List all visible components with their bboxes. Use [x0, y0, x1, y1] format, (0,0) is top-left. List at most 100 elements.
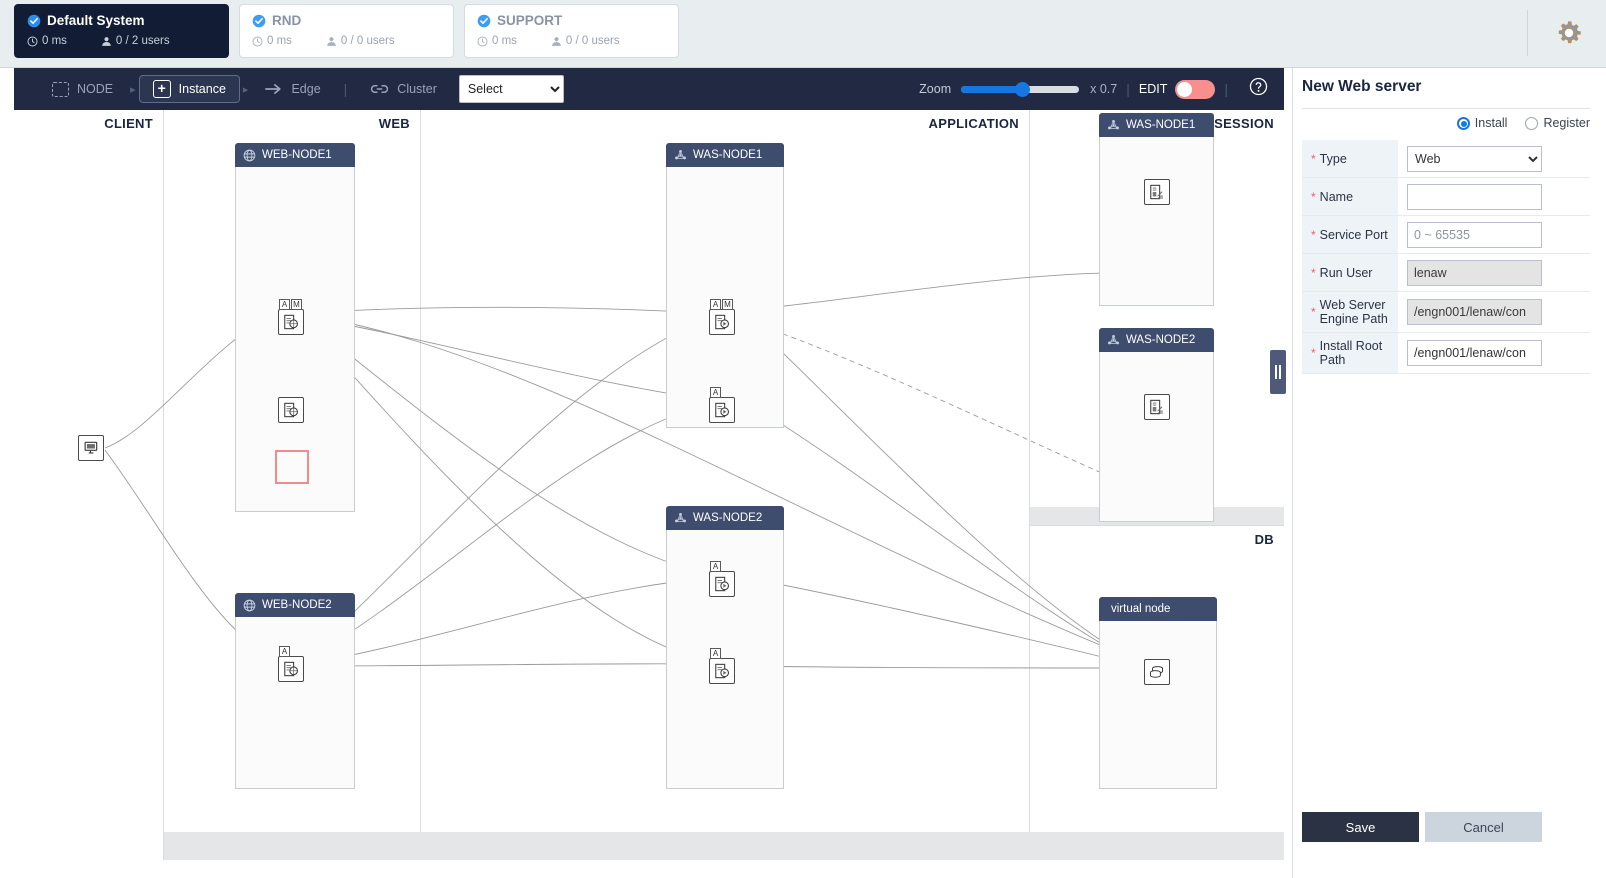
web-instance-icon: [284, 402, 299, 418]
zoom-slider-knob[interactable]: [1015, 81, 1031, 97]
node-body-virtual-node[interactable]: [1099, 621, 1217, 789]
instance-badges: A: [710, 648, 721, 659]
node-body-was-node1[interactable]: [666, 167, 784, 428]
check-circle-icon: [477, 14, 491, 27]
session-instance-icon: [1150, 399, 1164, 415]
engine-path-input[interactable]: [1407, 299, 1542, 325]
users-value: 0 / 0 users: [340, 35, 395, 47]
form-row-run-user: * Run User: [1302, 254, 1590, 292]
node-header-web-node1[interactable]: WEB-NODE1: [235, 143, 355, 167]
panel-collapse-handle[interactable]: [1270, 350, 1286, 394]
arrow-right-icon: [265, 84, 282, 94]
instance-was-node1-2[interactable]: A: [709, 387, 735, 423]
molecule-icon: [1108, 119, 1119, 129]
radio-install-indicator: [1456, 116, 1470, 130]
lane-web: WEB: [164, 110, 421, 860]
system-tab-list: Default System 0 ms: [14, 4, 679, 58]
system-tab-default-system[interactable]: Default System 0 ms: [14, 4, 229, 58]
cancel-button[interactable]: Cancel: [1425, 812, 1542, 842]
user-icon: [102, 36, 111, 46]
field-label: Service Port: [1319, 227, 1388, 242]
toolbar-chevron-icon: ▸: [130, 83, 136, 96]
node-header-session-was-node1[interactable]: WAS-NODE1: [1099, 113, 1214, 137]
field-label: Run User: [1319, 265, 1373, 280]
system-tab-meta: 0 ms 0 / 0 users: [252, 35, 441, 47]
server-form: * Type Web * Name: [1302, 140, 1590, 374]
toolbar-instance-label: Instance: [178, 82, 226, 96]
instance-web-node2-1[interactable]: A: [278, 646, 304, 682]
lane-client: CLIENT: [14, 110, 164, 860]
panel-divider: [1302, 108, 1590, 109]
toolbar-select-dropdown[interactable]: Select: [458, 75, 564, 103]
zoom-slider[interactable]: [961, 81, 1080, 97]
pause-bars-icon: [1275, 365, 1277, 379]
node-header-was-node1[interactable]: WAS-NODE1: [666, 143, 784, 167]
name-input[interactable]: [1407, 183, 1542, 210]
instance-was-node1-1[interactable]: A M: [709, 299, 735, 335]
badge-a: A: [710, 387, 721, 398]
required-asterisk: *: [1311, 189, 1316, 204]
instance-web-node1-1[interactable]: A M: [278, 299, 304, 335]
node-header-web-node2[interactable]: WEB-NODE2: [235, 593, 355, 617]
panel-title: New Web server: [1302, 78, 1422, 95]
toolbar-node-label: NODE: [77, 82, 114, 96]
instance-badges: A: [710, 387, 721, 398]
instance-db-1[interactable]: [1144, 659, 1170, 685]
run-user-input[interactable]: [1407, 259, 1542, 286]
canvas-toolbar: NODE ▸ + Instance ▸ Edge | C: [14, 68, 1284, 110]
instance-session-2[interactable]: [1144, 394, 1170, 420]
toolbar-edge-button[interactable]: Edge: [251, 75, 334, 103]
node-body-web-node2[interactable]: [235, 617, 355, 789]
dashed-square-icon: [52, 81, 69, 97]
node-header-session-was-node2[interactable]: WAS-NODE2: [1099, 328, 1214, 352]
latency-value: 0 ms: [267, 35, 292, 47]
was-instance-icon: [715, 576, 730, 592]
save-button[interactable]: Save: [1302, 812, 1419, 842]
node-header-was-node2[interactable]: WAS-NODE2: [666, 506, 784, 530]
instance-badges: A M: [279, 299, 302, 310]
instance-web-node1-2[interactable]: [278, 397, 304, 423]
clock-icon: [477, 35, 488, 47]
node-header-virtual-node[interactable]: virtual node: [1099, 597, 1217, 621]
type-select[interactable]: Web: [1407, 145, 1542, 172]
new-instance-drop-placeholder[interactable]: [275, 450, 309, 484]
toolbar-node-button[interactable]: NODE: [38, 75, 127, 103]
toolbar-instance-button[interactable]: + Instance: [138, 75, 240, 103]
molecule-icon: [675, 512, 686, 522]
edit-mode-toggle[interactable]: [1175, 79, 1216, 99]
user-icon: [327, 36, 336, 46]
node-label: WEB-NODE1: [262, 149, 332, 161]
instance-session-1[interactable]: [1144, 179, 1170, 205]
system-tab-support[interactable]: SUPPORT 0 ms: [464, 4, 679, 58]
help-circle-icon[interactable]: [1249, 77, 1268, 101]
node-body-web-node1[interactable]: [235, 167, 355, 512]
radio-install[interactable]: Install: [1456, 116, 1508, 130]
system-tab-rnd[interactable]: RND 0 ms 0 /: [239, 4, 454, 58]
install-root-path-input[interactable]: [1407, 340, 1542, 366]
users-stat: 0 / 2 users: [101, 35, 170, 47]
toolbar-cluster-label: Cluster: [397, 82, 437, 96]
lane-application: APPLICATION: [421, 110, 1030, 860]
radio-install-label: Install: [1474, 116, 1508, 130]
form-row-engine-path: * Web Server Engine Path: [1302, 292, 1590, 333]
plus-icon: +: [152, 80, 171, 98]
users-value: 0 / 2 users: [115, 35, 170, 47]
node-body-session-was-node1[interactable]: [1099, 137, 1214, 306]
node-label: WAS-NODE1: [1126, 119, 1196, 131]
service-port-input[interactable]: [1407, 221, 1542, 248]
lane-title: SESSION: [1214, 116, 1274, 131]
instance-was-node2-1[interactable]: A: [709, 561, 735, 597]
toggle-knob: [1177, 81, 1193, 97]
node-body-session-was-node2[interactable]: [1099, 352, 1214, 522]
topology-canvas[interactable]: CLIENT WEB APPLICATION SESSION DB: [14, 110, 1284, 860]
web-instance-icon: [284, 314, 299, 330]
radio-register[interactable]: Register: [1525, 116, 1590, 130]
instance-was-node2-2[interactable]: A: [709, 648, 735, 684]
toolbar-divider: |: [1224, 81, 1228, 97]
client-endpoint-icon[interactable]: [78, 435, 104, 461]
toolbar-cluster-button[interactable]: Cluster: [356, 75, 451, 103]
field-label: Web Server Engine Path: [1319, 298, 1388, 326]
gear-icon[interactable]: [1554, 18, 1584, 48]
zoom-slider-fill: [961, 85, 1024, 93]
system-name: Default System: [47, 13, 145, 28]
